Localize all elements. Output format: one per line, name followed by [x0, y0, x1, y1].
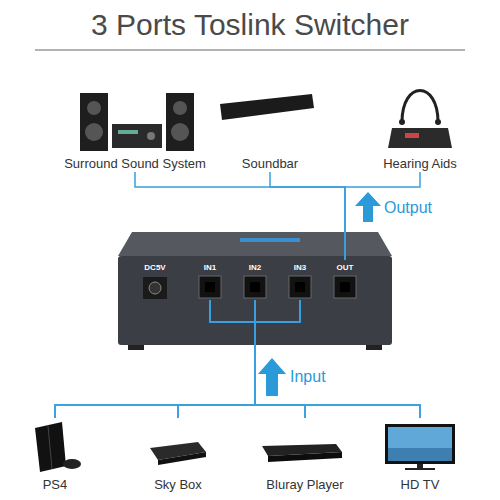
speaker-driver: [171, 123, 189, 141]
device-label: HD TV: [401, 477, 440, 493]
tv-base: [405, 468, 435, 470]
port-node: OUT: [331, 260, 359, 300]
speaker-driver: [173, 101, 187, 115]
signal-line: [178, 300, 255, 418]
signal-line: [255, 300, 420, 418]
receiver-unit: [112, 124, 162, 148]
headset-band: [402, 91, 438, 123]
port-shutter: [250, 282, 260, 292]
device-node: PS4: [20, 418, 90, 493]
port-label: IN1: [204, 263, 216, 273]
diagram-title: 3 Ports Toslink Switcher: [0, 8, 500, 42]
receiver-display: [118, 130, 138, 134]
speaker-driver: [85, 123, 103, 141]
signal-line: [55, 300, 255, 418]
speaker-left: [80, 93, 108, 151]
signal-line: [255, 300, 305, 418]
player-front: [268, 452, 342, 462]
device-label: Soundbar: [242, 156, 298, 172]
flow-label: Output: [384, 199, 454, 217]
speaker-right: [166, 93, 194, 151]
tv-screen-shade: [388, 448, 452, 461]
tv-frame: [385, 424, 455, 464]
signal-line: [55, 300, 300, 418]
signal-line: [178, 300, 255, 418]
ear-tip: [435, 119, 441, 125]
device-node: Hearing Aids: [370, 75, 470, 172]
port-label: OUT: [337, 263, 354, 273]
receiver-knob: [147, 132, 155, 140]
device-label: Sky Box: [154, 477, 202, 493]
port-shutter: [205, 282, 215, 292]
signal-line: [210, 300, 305, 418]
controller: [63, 459, 81, 469]
tv-stand: [417, 464, 423, 468]
device-label: Bluray Player: [266, 477, 343, 493]
port-label: IN3: [294, 263, 306, 273]
settop-front: [158, 452, 206, 465]
signal-line: [178, 300, 300, 418]
signal-line: [270, 172, 345, 260]
soundbar-body: [220, 94, 314, 120]
flow-label: Input: [290, 368, 350, 386]
port-shutter: [295, 282, 305, 292]
output-arrow: [355, 192, 381, 222]
console-body: [35, 422, 66, 472]
title-rule: [35, 49, 465, 51]
power-jack: [143, 277, 167, 299]
signal-line: [210, 300, 420, 418]
power-jack-hole: [149, 282, 161, 294]
base-light: [405, 133, 419, 138]
optical-port: [244, 276, 266, 298]
port-shutter: [340, 282, 350, 292]
signal-line: [55, 300, 255, 418]
console-stripe: [48, 426, 52, 469]
ear-tip: [399, 119, 405, 125]
port-node: IN2: [241, 260, 269, 300]
device-node: Soundbar: [215, 85, 325, 172]
port-label: IN2: [249, 263, 261, 273]
input-arrow: [258, 358, 286, 396]
signal-line: [255, 300, 420, 418]
signal-line: [255, 300, 305, 418]
power-label: DC5V: [141, 263, 169, 272]
port-node: IN1: [196, 260, 224, 300]
device-label: PS4: [43, 477, 68, 493]
optical-port: [334, 276, 356, 298]
optical-port: [289, 276, 311, 298]
port-node: IN3: [286, 260, 314, 300]
device-node: Sky Box: [138, 418, 218, 493]
device-node: HD TV: [375, 418, 465, 493]
speaker-driver: [87, 101, 101, 115]
device-label: Hearing Aids: [383, 156, 457, 172]
brand-strip: [240, 238, 300, 242]
device-label: Surround Sound System: [64, 156, 206, 172]
switcher-top: [118, 232, 392, 256]
tv-screen: [388, 427, 452, 461]
device-node: Bluray Player: [255, 418, 355, 493]
optical-port: [199, 276, 221, 298]
device-node: Surround Sound System: [60, 85, 210, 172]
signal-line: [135, 172, 345, 260]
headset-base: [388, 128, 452, 148]
